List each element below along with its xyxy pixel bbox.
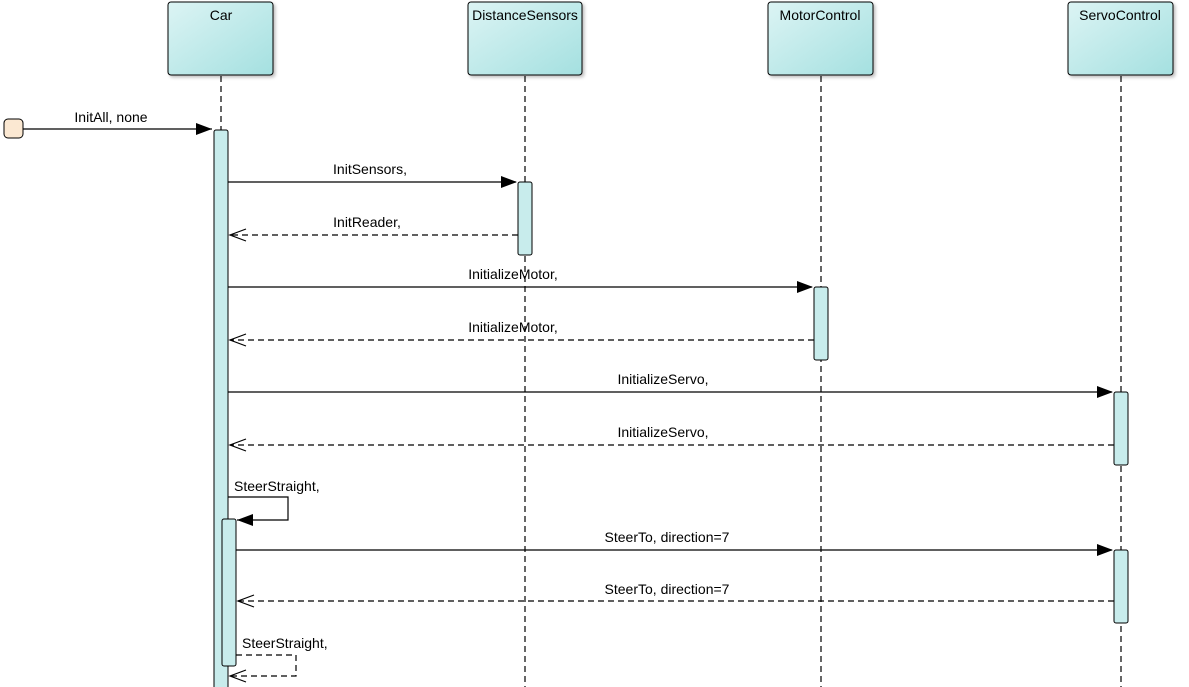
lifeline-motor[interactable]: MotorControl — [767, 1, 874, 76]
message-steerstraight-return[interactable] — [228, 654, 297, 683]
label-initsensors: InitSensors, — [333, 161, 407, 177]
message-initializeservo-return[interactable] — [228, 438, 1114, 452]
initial-node[interactable] — [3, 118, 24, 139]
lifeline-sensors[interactable]: DistanceSensors — [467, 1, 583, 76]
label-initializemotor-return: InitializeMotor, — [468, 319, 557, 335]
activation-servo-2[interactable] — [1113, 549, 1129, 624]
filled-arrowhead — [237, 514, 253, 526]
activation-servo-1[interactable] — [1113, 391, 1129, 466]
open-arrowhead — [228, 438, 247, 452]
lifeline-header-car[interactable] — [167, 1, 274, 76]
lifeline-header-sensors[interactable] — [467, 1, 583, 76]
message-labels: InitAll, none InitSensors, InitReader, I… — [74, 109, 729, 651]
filled-arrowhead — [1097, 386, 1113, 398]
lifeline-label-servo: ServoControl — [1079, 7, 1161, 23]
activation-car-nested[interactable] — [221, 518, 237, 667]
open-arrowhead — [236, 594, 255, 608]
lifeline-car[interactable]: Car — [167, 1, 274, 76]
filled-arrowhead — [196, 123, 212, 135]
message-steerto-return[interactable] — [236, 594, 1114, 608]
message-initsensors[interactable] — [228, 176, 517, 188]
label-steerstraight-return: SteerStraight, — [242, 635, 328, 651]
label-steerto: SteerTo, direction=7 — [605, 529, 730, 545]
filled-arrowhead — [1097, 544, 1113, 556]
message-initreader-return[interactable] — [228, 228, 518, 242]
open-arrowhead — [228, 333, 247, 347]
filled-arrowhead — [501, 176, 517, 188]
lifeline-label-motor: MotorControl — [780, 7, 861, 23]
label-initializemotor: InitializeMotor, — [468, 266, 557, 282]
open-arrowhead — [228, 228, 247, 242]
activation-sensors[interactable] — [517, 181, 533, 256]
label-initreader: InitReader, — [333, 214, 401, 230]
label-initializeservo-return: InitializeServo, — [617, 424, 708, 440]
lifeline-header-servo[interactable] — [1067, 1, 1174, 76]
lifeline-label-car: Car — [210, 7, 233, 23]
message-initializeservo[interactable] — [228, 386, 1113, 398]
message-initall[interactable] — [23, 123, 212, 135]
message-initializemotor[interactable] — [228, 281, 813, 293]
label-initall: InitAll, none — [74, 109, 147, 125]
message-steerstraight-self[interactable] — [228, 496, 289, 526]
filled-arrowhead — [797, 281, 813, 293]
lifeline-header-motor[interactable] — [767, 1, 874, 76]
lifeline-servo[interactable]: ServoControl — [1067, 1, 1174, 76]
label-steerto-return: SteerTo, direction=7 — [605, 581, 730, 597]
messages — [23, 123, 1114, 683]
message-steerto[interactable] — [236, 544, 1113, 556]
label-initializeservo: InitializeServo, — [617, 371, 708, 387]
message-initializemotor-return[interactable] — [228, 333, 814, 347]
activation-bars — [213, 129, 1129, 687]
label-steerstraight: SteerStraight, — [234, 478, 320, 494]
lifeline-label-sensors: DistanceSensors — [472, 7, 578, 23]
open-arrowhead — [228, 669, 247, 683]
activation-motor[interactable] — [813, 286, 829, 361]
